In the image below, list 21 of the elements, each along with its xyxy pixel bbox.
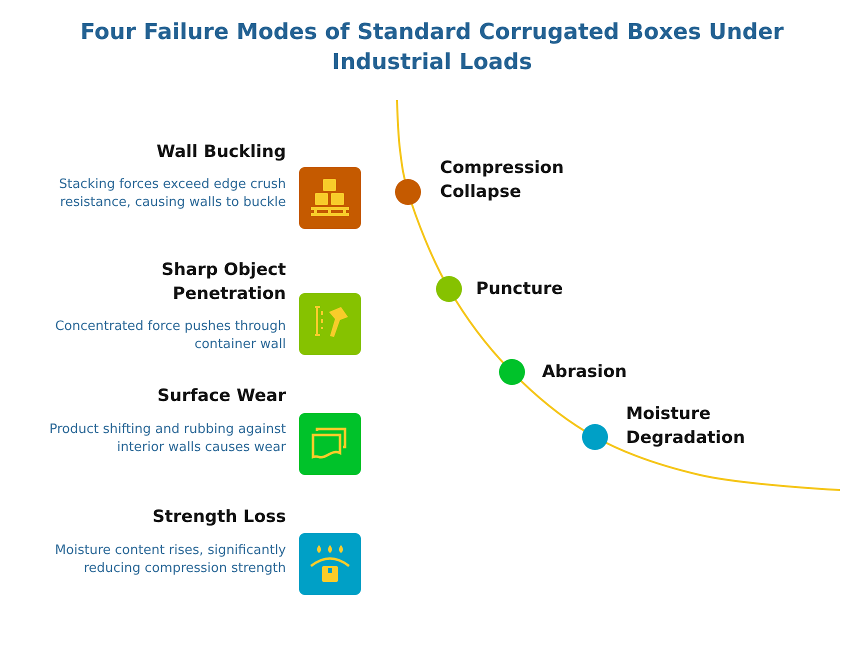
icon-tile (299, 167, 361, 229)
mode-description: Product shifting and rubbing against interior walls causes wear (48, 421, 286, 457)
mode-description: Concentrated force pushes through container wall (54, 318, 286, 354)
mode-description: Stacking forces exceed edge crush resistance, causing walls to buckle (58, 176, 286, 212)
failure-label: Moisture Degradation (626, 403, 746, 450)
timeline-dot (436, 276, 462, 302)
mode-heading: Wall Buckling (155, 141, 286, 164)
icon-tile (299, 413, 361, 475)
failure-label: Compression Collapse (440, 157, 565, 204)
failure-label: Abrasion (542, 361, 628, 384)
timeline-dot (499, 359, 525, 385)
mode-description: Moisture content rises, significantly reducing compression strength (54, 542, 286, 578)
timeline-dot (395, 179, 421, 205)
icon-tile (299, 293, 361, 355)
failure-label: Puncture (476, 278, 564, 301)
mode-heading: Strength Loss (152, 506, 286, 529)
timeline-dot (582, 424, 608, 450)
title: Four Failure Modes of Standard Corrugated Boxes Under Industrial Loads (79, 19, 785, 77)
mode-heading: Sharp Object Penetration (160, 259, 286, 306)
mode-heading: Surface Wear (156, 385, 286, 408)
icon-tile (299, 533, 361, 595)
